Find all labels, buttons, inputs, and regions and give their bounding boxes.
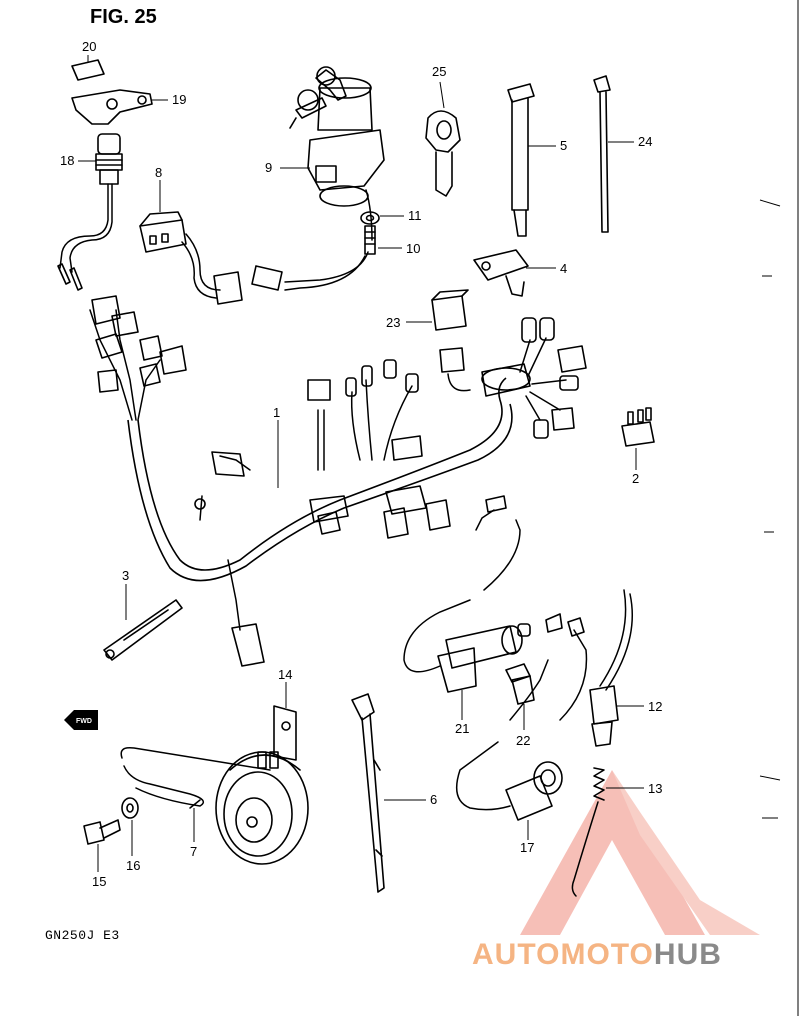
part-4-bracket <box>473 249 556 297</box>
part-15-bolt <box>83 819 121 872</box>
callout-17: 17 <box>520 840 534 855</box>
part-8-connector <box>139 180 243 305</box>
part-24-cable-tie <box>593 75 634 233</box>
part-12-switch <box>589 589 644 747</box>
part-14-horn-bracket <box>273 682 297 761</box>
part-16-washer <box>121 797 139 856</box>
callout-11: 11 <box>408 208 422 223</box>
figure-title: FIG. 25 <box>90 6 157 28</box>
callout-10: 10 <box>406 241 420 256</box>
part-2-connector <box>621 407 655 470</box>
part-6-cable-tie <box>351 693 426 893</box>
callout-4: 4 <box>560 261 567 276</box>
callout-15: 15 <box>92 874 106 889</box>
part-5-strap <box>507 83 556 237</box>
callout-25: 25 <box>432 64 446 79</box>
part-17-switch <box>455 613 588 840</box>
callout-21: 21 <box>455 721 469 736</box>
callout-5: 5 <box>560 138 567 153</box>
callout-9: 9 <box>265 160 272 175</box>
part-25-key <box>425 81 461 197</box>
callout-2: 2 <box>632 471 639 486</box>
part-18-sensor <box>57 133 123 291</box>
callout-1: 1 <box>273 405 280 420</box>
part-11-washer <box>360 211 404 225</box>
callout-16: 16 <box>126 858 140 873</box>
callout-24: 24 <box>638 134 652 149</box>
part-23-relay <box>406 289 469 331</box>
callout-19: 19 <box>172 92 186 107</box>
ignition-lead-wire <box>284 251 369 283</box>
part-3-strap <box>103 584 183 661</box>
part-9-ignition-switch <box>280 66 385 241</box>
part-13-spring <box>571 767 644 897</box>
watermark-text-b: HUB <box>653 938 722 971</box>
callout-8: 8 <box>155 165 162 180</box>
callout-13: 13 <box>648 781 662 796</box>
part-1-main-harness <box>89 295 587 667</box>
callout-18: 18 <box>60 153 74 168</box>
callout-14: 14 <box>278 667 292 682</box>
callout-12: 12 <box>648 699 662 714</box>
callout-labels: 20 19 18 9 25 5 24 8 11 10 4 23 1 2 3 14… <box>60 39 662 889</box>
callout-20: 20 <box>82 39 96 54</box>
part-10-bolt <box>364 225 402 255</box>
edge-marks <box>759 0 799 1016</box>
part-19-bracket <box>71 89 168 125</box>
part-20-label <box>71 55 105 81</box>
callout-7: 7 <box>190 844 197 859</box>
callout-3: 3 <box>122 568 129 583</box>
part-22-bolt <box>505 663 535 730</box>
model-code: GN250J E3 <box>45 928 120 943</box>
callout-22: 22 <box>516 733 530 748</box>
part-21-sensor <box>403 495 531 720</box>
callout-6: 6 <box>430 792 437 807</box>
watermark-logo <box>520 770 760 935</box>
watermark-text: AUTOMOTOHUB <box>472 938 722 972</box>
watermark-text-a: AUTOMOTO <box>472 938 654 971</box>
fwd-label: FWD <box>76 718 92 725</box>
callout-23: 23 <box>386 315 400 330</box>
part-7-wire <box>120 746 271 842</box>
fwd-arrow-marker: FWD <box>64 710 98 730</box>
